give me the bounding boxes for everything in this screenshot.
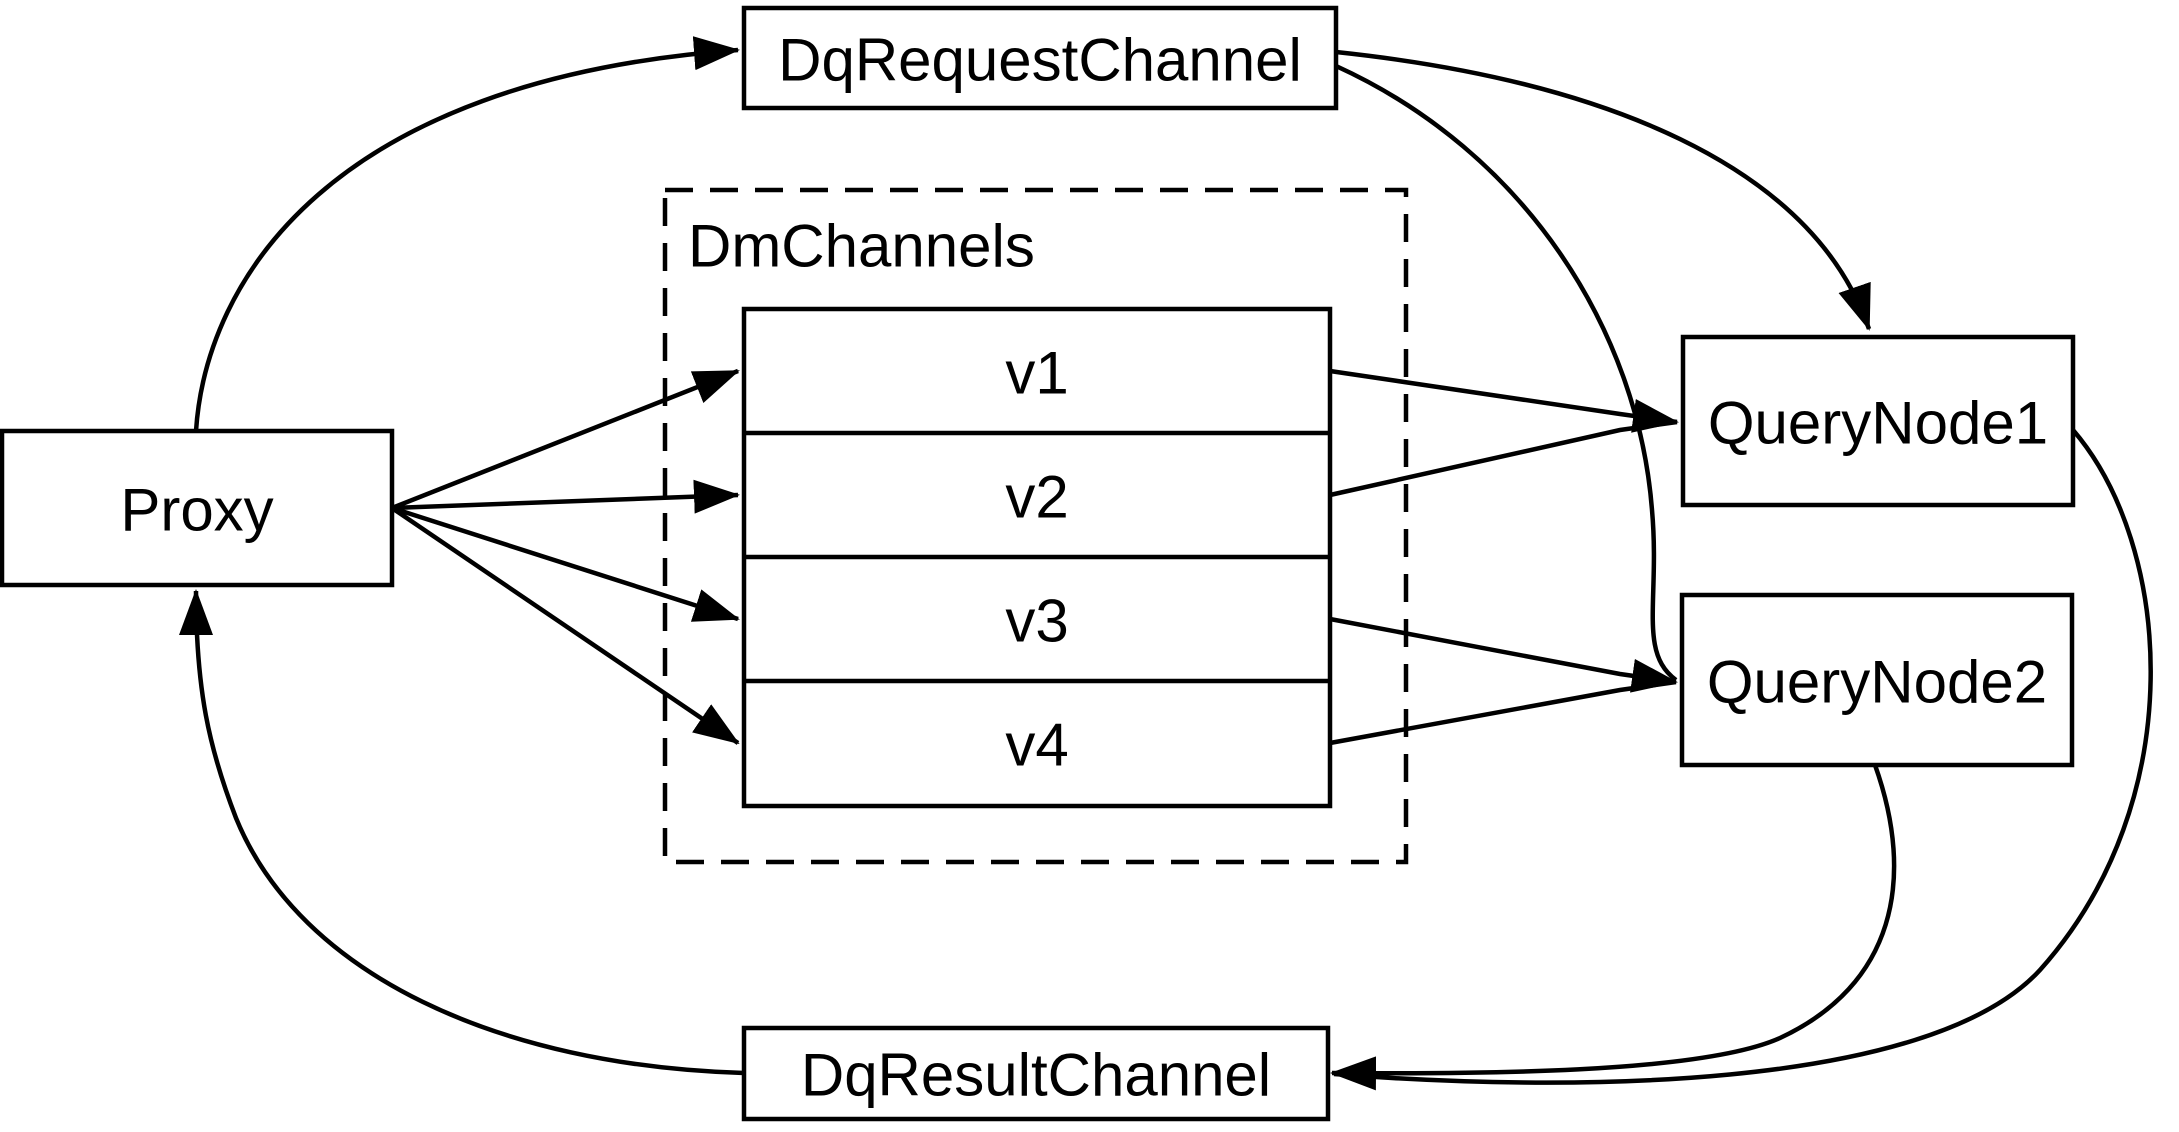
edge-proxy-to-v2 bbox=[391, 479, 740, 514]
edge-dqrequestchannel-to-querynode1 bbox=[1335, 49, 1872, 331]
edge-dqrequestchannel-to-querynode2 bbox=[1335, 63, 1678, 682]
node-dqresultchannel bbox=[741, 1025, 1331, 1122]
edge-querynode1-to-dqresultchannel bbox=[1333, 428, 2153, 1085]
node-proxy bbox=[0, 428, 395, 588]
node-dqresultchannel-label: DqResultChannel bbox=[801, 1042, 1271, 1109]
node-querynode1 bbox=[1680, 334, 2076, 508]
node-channel-v1-label: v1 bbox=[1005, 340, 1068, 407]
nodes-layer: DmChannels DqRequestChannel Proxy v1 v2 … bbox=[0, 5, 2076, 1122]
edge-v2-to-querynode1 bbox=[1329, 419, 1678, 498]
edge-proxy-to-v3 bbox=[391, 505, 740, 622]
node-channel-v3-label: v3 bbox=[1005, 588, 1068, 655]
node-proxy-label: Proxy bbox=[120, 477, 273, 544]
node-querynode1-label: QueryNode1 bbox=[1708, 390, 2048, 457]
node-dqrequestchannel-label: DqRequestChannel bbox=[778, 27, 1302, 94]
edges-layer bbox=[179, 36, 2153, 1091]
node-channel-v2-label: v2 bbox=[1005, 464, 1068, 531]
edge-v4-to-querynode2 bbox=[1329, 679, 1677, 746]
edge-querynode2-to-dqresultchannel bbox=[1330, 764, 1897, 1091]
group-dmchannels bbox=[662, 187, 1409, 865]
node-dqrequestchannel bbox=[741, 5, 1339, 111]
edge-proxy-to-v1 bbox=[391, 368, 740, 511]
group-dmchannels-label: DmChannels bbox=[688, 213, 1035, 280]
edge-proxy-to-dqrequestchannel bbox=[193, 36, 740, 432]
edge-dqresultchannel-to-proxy bbox=[179, 589, 745, 1076]
edge-proxy-to-v4 bbox=[390, 506, 740, 745]
node-querynode2-label: QueryNode2 bbox=[1707, 649, 2047, 716]
node-querynode2 bbox=[1679, 592, 2075, 768]
node-channel-v4-label: v4 bbox=[1005, 712, 1068, 779]
edge-v3-to-querynode2 bbox=[1329, 616, 1678, 693]
edge-v1-to-querynode1 bbox=[1329, 368, 1679, 433]
